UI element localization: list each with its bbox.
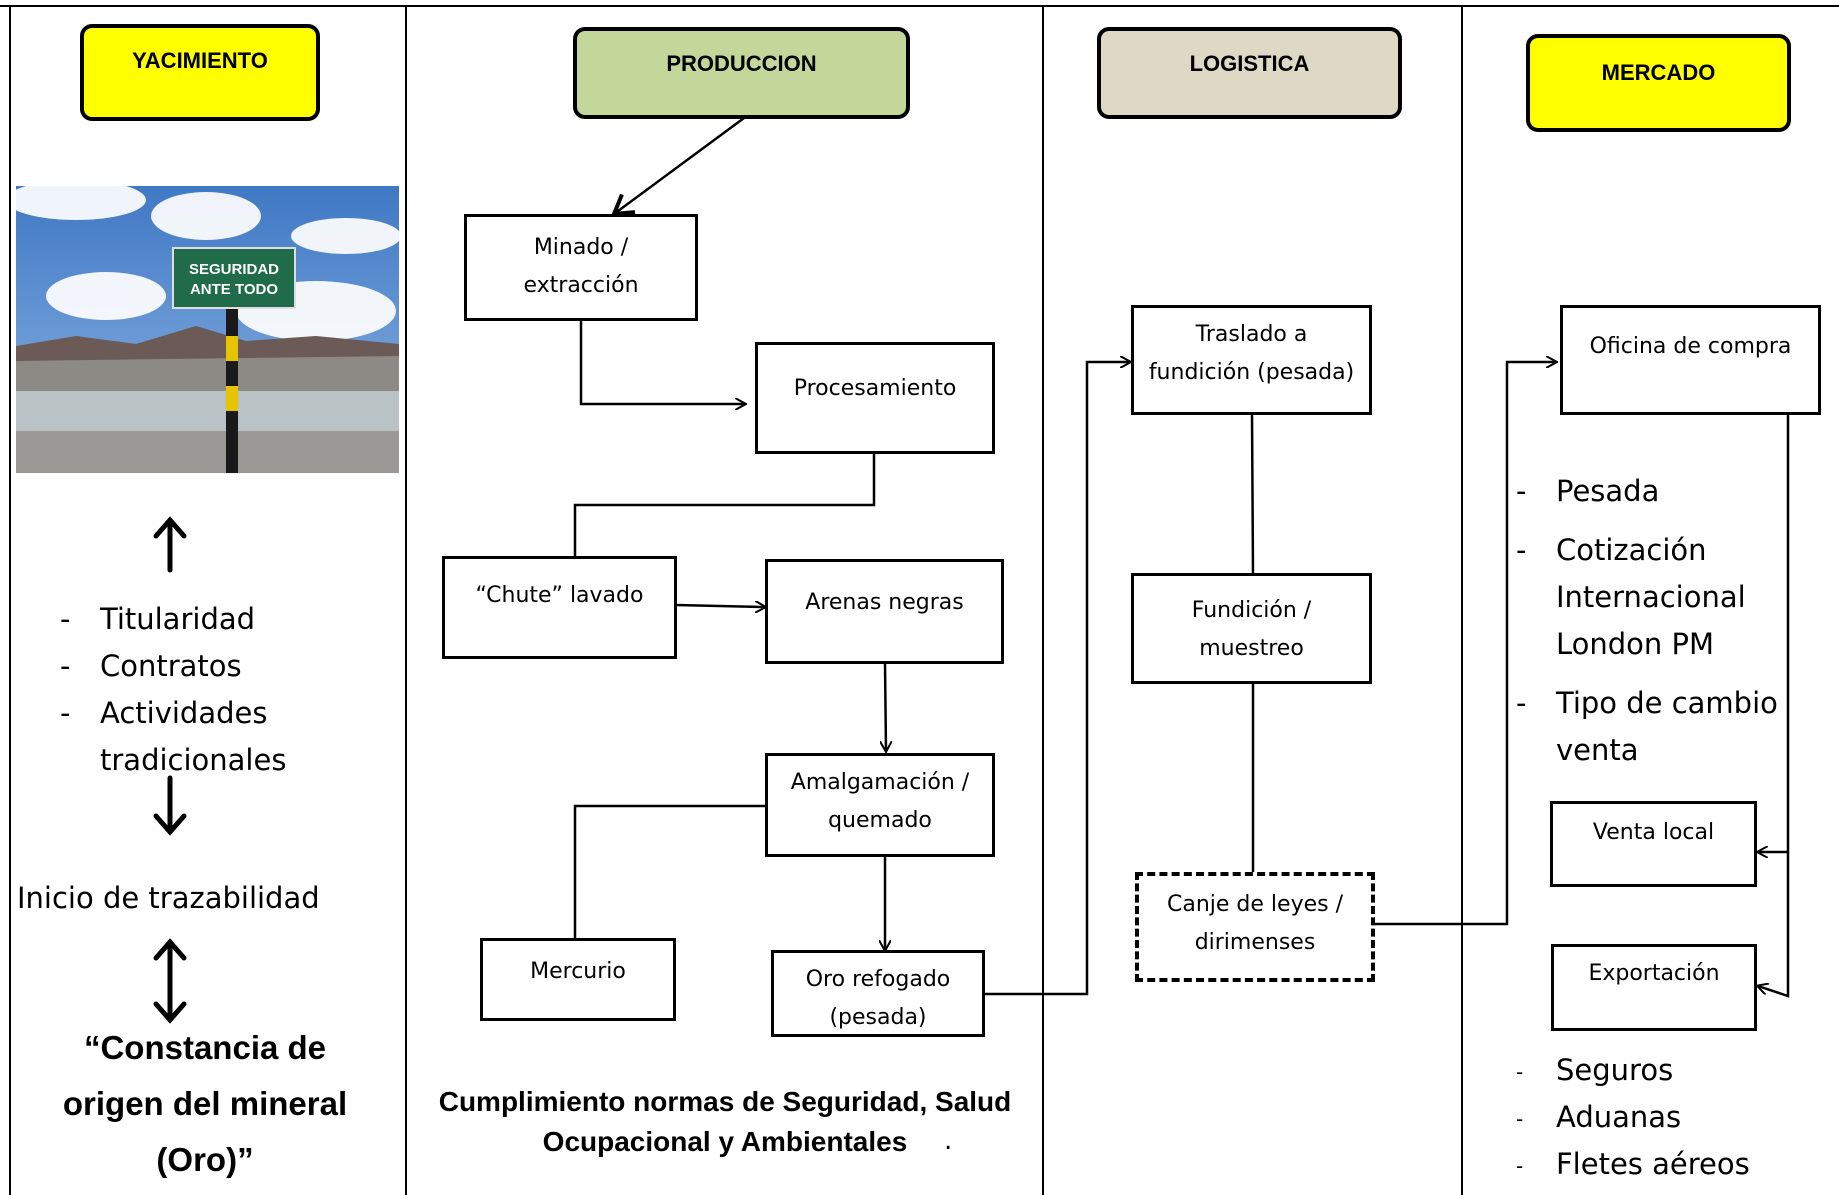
edge-procesamiento-chute <box>573 454 876 557</box>
column-dividers <box>0 5 1839 1195</box>
node-amalgamacion: Amalgamación / quemado <box>765 753 995 857</box>
list-item: Actividades tradicionales <box>60 690 360 784</box>
edge-canje-oficina <box>1374 362 1556 926</box>
node-chute-lavado: “Chute” lavado <box>442 556 677 659</box>
edge-amalgamacion-mercurio <box>573 804 765 938</box>
inicio-trazabilidad: Inicio de trazabilidad <box>17 881 320 915</box>
header-logistica-label: LOGISTICA <box>1189 51 1310 76</box>
node-canje-leyes: Canje de leyes / dirimenses <box>1135 872 1375 982</box>
list-item: Pesada <box>1516 468 1816 515</box>
svg-text:SEGURIDAD: SEGURIDAD <box>189 261 279 278</box>
node-arenas-negras: Arenas negras <box>765 559 1004 664</box>
svg-text:ANTE TODO: ANTE TODO <box>190 281 278 298</box>
node-exportacion: Exportación <box>1551 944 1757 1031</box>
header-logistica: LOGISTICA <box>1097 27 1402 119</box>
edge-chute-arenas <box>675 605 765 607</box>
edge-arenas-amalgamacion <box>885 662 886 751</box>
node-mercurio: Mercurio <box>480 938 676 1021</box>
list-item: Cotización Internacional London PM <box>1516 527 1816 668</box>
list-item: Aduanas <box>1516 1094 1816 1143</box>
produccion-footer: Cumplimiento normas de Seguridad, Salud … <box>438 1086 1012 1157</box>
node-venta-local: Venta local <box>1550 801 1757 887</box>
node-procesamiento: Procesamiento <box>755 342 995 454</box>
yacimiento-list: Titularidad Contratos Actividades tradic… <box>60 596 360 784</box>
header-yacimiento: YACIMIENTO <box>80 24 320 121</box>
header-yacimiento-label: YACIMIENTO <box>132 48 268 73</box>
node-traslado: Traslado a fundición (pesada) <box>1131 305 1372 415</box>
mercado-list: Pesada Cotización Internacional London P… <box>1516 468 1816 774</box>
header-mercado: MERCADO <box>1526 34 1791 132</box>
header-produccion: PRODUCCION <box>573 27 910 119</box>
edge-oro-traslado <box>985 362 1130 996</box>
edge-traslado-fundicion <box>1250 414 1255 574</box>
edge-header-minado <box>610 116 745 217</box>
node-minado: Minado / extracción <box>464 214 698 321</box>
edge-minado-procesamiento <box>579 320 745 404</box>
produccion-footer-dot: . <box>944 1126 953 1156</box>
node-fundicion: Fundición / muestreo <box>1131 573 1372 684</box>
mercado-costs-list: Seguros Aduanas Fletes aéreos <box>1516 1047 1816 1190</box>
list-item: Seguros <box>1516 1047 1816 1096</box>
edge-oficina-exportacion <box>1758 852 1790 998</box>
list-item: Tipo de cambio venta <box>1516 680 1816 774</box>
list-item: Fletes aéreos <box>1516 1141 1816 1190</box>
constancia-origen: “Constancia de origen del mineral (Oro)” <box>62 1029 348 1178</box>
node-oro-refogado: Oro refogado (pesada) <box>771 950 985 1037</box>
header-produccion-label: PRODUCCION <box>666 51 817 76</box>
header-mercado-label: MERCADO <box>1601 60 1716 85</box>
mine-site-photo: SEGURIDAD ANTE TODO <box>16 186 399 473</box>
list-item: Contratos <box>60 643 360 690</box>
list-item: Titularidad <box>60 596 360 643</box>
node-oficina-compra: Oficina de compra <box>1560 305 1821 415</box>
